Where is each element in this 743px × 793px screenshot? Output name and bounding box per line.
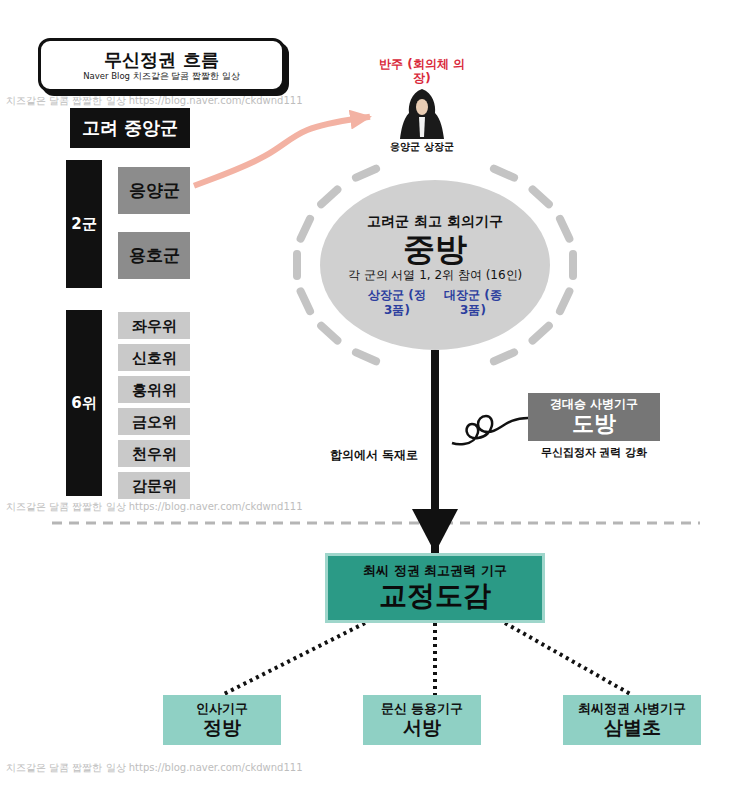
box-label: 좌우위 xyxy=(132,317,177,335)
dotted-link xyxy=(505,623,632,695)
chair-figure: 반주 (회의체 의장) 응양군 상장군 xyxy=(372,46,472,164)
sub-office-box: 최씨정권 사병기구삼별초 xyxy=(563,695,701,745)
figure-robe-line xyxy=(419,117,425,137)
figure-cloak xyxy=(400,89,444,139)
watermark: 치즈같은 달콤 짭짤한 일상 https://blog.naver.com/ck… xyxy=(6,95,303,107)
dotted-link xyxy=(222,623,365,695)
supreme-office-box: 최씨 정권 최고권력 기구교정도감 xyxy=(325,553,545,623)
title-box: 무신정권 흐름Naver Blog 치즈같은 달콤 짭짤한 일상 xyxy=(38,38,285,92)
box-subtitle: 경대승 사병기구 xyxy=(550,397,638,411)
box-label: 고려 중앙군 xyxy=(82,117,178,139)
box-subtitle: 최씨 정권 최고권력 기구 xyxy=(363,563,507,579)
ellipse-dash xyxy=(555,213,575,244)
unit-box: 흥위위 xyxy=(118,376,190,403)
box-label: 삼별초 xyxy=(604,716,661,739)
ellipse-dash xyxy=(293,250,301,280)
ellipse-dash xyxy=(555,286,575,317)
box-label: 흥위위 xyxy=(132,381,177,399)
ellipse-dash xyxy=(316,320,344,346)
ellipse-dash xyxy=(351,163,382,182)
ellipse-dash xyxy=(527,320,555,346)
box-label: 고려군 최고 회의기구 xyxy=(367,213,503,230)
heading-box: 고려 중앙군 xyxy=(70,108,190,148)
private-army-box: 경대승 사병기구도방 xyxy=(528,393,660,441)
box-subtitle: 무신정권 흐름 xyxy=(104,49,218,71)
dotted-link xyxy=(433,623,437,695)
box-label: 용호군 xyxy=(129,245,180,265)
squiggle-pointer xyxy=(452,416,528,444)
ellipse-dash xyxy=(527,184,555,210)
box-label: 중방 xyxy=(403,230,467,268)
box-subtitle: 문신 등용기구 xyxy=(381,701,464,717)
edge-label: 합의에서 독재로 xyxy=(327,447,421,463)
group-bar: 6위 xyxy=(66,310,101,496)
unit-box: 응양군 xyxy=(118,167,190,214)
unit-box: 천우위 xyxy=(118,440,190,467)
box-label: 응양군 xyxy=(129,180,180,200)
note-text: 무신집정자 권력 강화 xyxy=(528,446,660,459)
box-label: 금오위 xyxy=(132,413,177,431)
ellipse-dash xyxy=(316,184,344,210)
box-label: 서방 xyxy=(403,716,441,739)
box-subtitle: 반주 (회의체 의장) xyxy=(376,57,468,86)
box-label: 교정도감 xyxy=(379,579,491,613)
box-label: 대장군 (종3품) xyxy=(443,288,503,317)
sub-office-box: 문신 등용기구서방 xyxy=(363,695,481,745)
rank-row: 상장군 (정3품) 대장군 (종3품) xyxy=(367,288,503,317)
watermark: 치즈같은 달콤 짭짤한 일상 https://blog.naver.com/ck… xyxy=(6,762,303,774)
figure-face xyxy=(416,99,428,115)
ellipse-dash xyxy=(569,250,577,280)
box-label: 6위 xyxy=(71,394,96,412)
box-label: 2군 xyxy=(71,215,96,233)
box-label: 정방 xyxy=(203,716,241,739)
box-label: 응양군 상장군 xyxy=(390,141,453,153)
watermark: 치즈같은 달콤 짭짤한 일상 https://blog.naver.com/ck… xyxy=(6,501,303,513)
ellipse-dash xyxy=(351,347,382,366)
ellipse-dash xyxy=(489,347,520,366)
highlight-arrow xyxy=(194,117,370,186)
unit-box: 용호군 xyxy=(118,232,190,279)
unit-box: 감문위 xyxy=(118,472,190,499)
era-divider xyxy=(52,522,700,525)
ellipse-dashes xyxy=(293,163,577,366)
council-ellipse: 고려군 최고 회의기구중방각 군의 서열 1, 2위 참여 (16인) 상장군 (… xyxy=(320,180,550,350)
ellipse-dash xyxy=(489,163,520,182)
unit-box: 금오위 xyxy=(118,408,190,435)
hooded-figure xyxy=(397,87,447,139)
box-subtitle: 최씨정권 사병기구 xyxy=(578,701,687,717)
group-bar: 2군 xyxy=(66,160,101,288)
box-label: 신호위 xyxy=(132,349,177,367)
unit-box: 신호위 xyxy=(118,344,190,371)
unit-box: 좌우위 xyxy=(118,312,190,339)
box-label: 각 군의 서열 1, 2위 참여 (16인) xyxy=(348,268,523,282)
flow-arrow xyxy=(431,350,439,553)
box-label: Naver Blog 치즈같은 달콤 짭짤한 일상 xyxy=(83,71,240,81)
ellipse-dash xyxy=(295,213,315,244)
box-subtitle: 인사기구 xyxy=(196,701,248,717)
box-label: 도방 xyxy=(572,411,616,437)
box-label: 천우위 xyxy=(132,445,177,463)
sub-office-box: 인사기구정방 xyxy=(163,695,281,745)
box-label: 상장군 (정3품) xyxy=(367,288,427,317)
ellipse-dash xyxy=(295,286,315,317)
ellipse-shape xyxy=(320,180,550,350)
box-label: 감문위 xyxy=(132,477,177,495)
